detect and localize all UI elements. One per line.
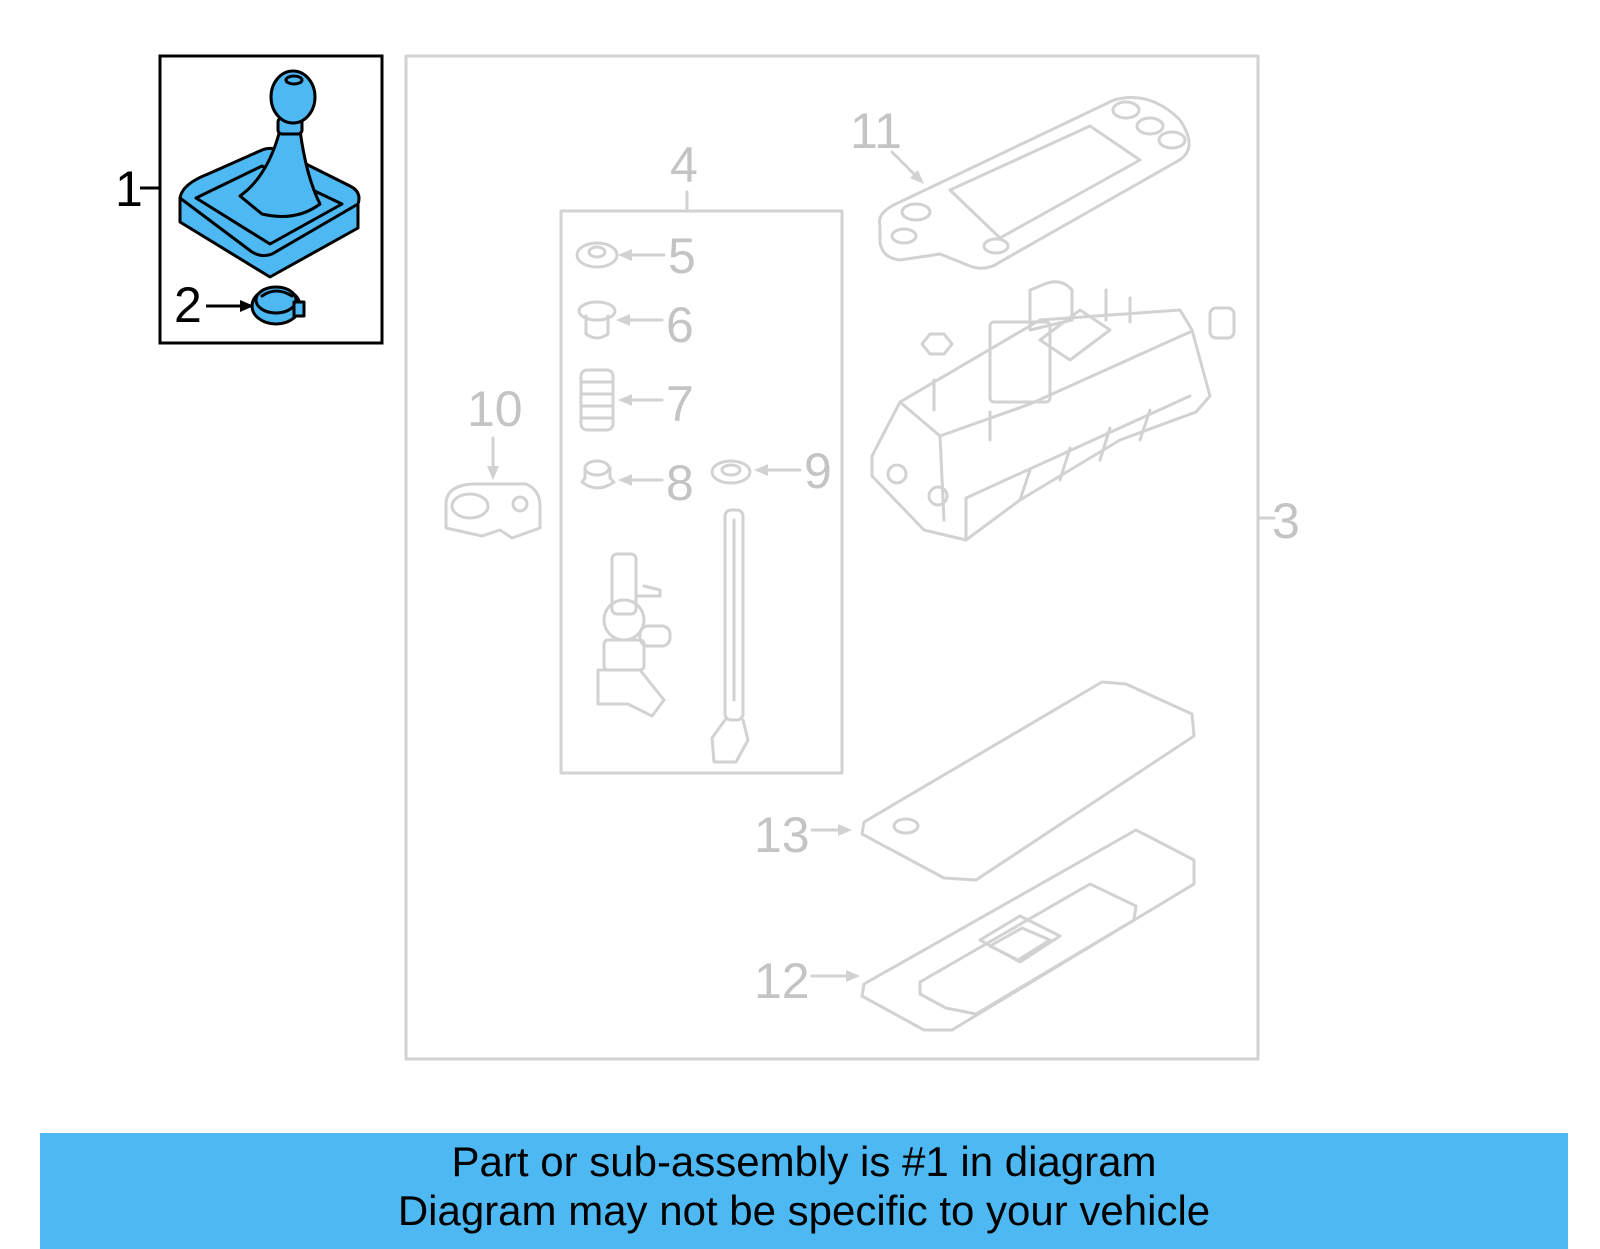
callout-13: 13: [754, 807, 810, 863]
part-7-spring[interactable]: [579, 368, 615, 432]
part-6-bushing[interactable]: [577, 300, 617, 340]
banner-line-1: Part or sub-assembly is #1 in diagram: [451, 1138, 1157, 1185]
arrow-9: [754, 464, 802, 476]
callout-7: 7: [666, 376, 694, 432]
callout-12: 12: [754, 953, 810, 1009]
arrow-13: [810, 824, 852, 836]
subassembly-box-4: [559, 209, 844, 775]
callout-8: 8: [666, 455, 694, 511]
info-banner: Part or sub-assembly is #1 in diagram Di…: [40, 1133, 1568, 1249]
shift-rod[interactable]: [710, 508, 750, 764]
assembly-box-3: [404, 54, 1260, 1061]
part-11-gasket[interactable]: [877, 96, 1191, 270]
shift-lever-base[interactable]: [596, 552, 672, 718]
arrow-8: [618, 474, 664, 486]
arrow-12: [810, 970, 860, 982]
arrow-10: [487, 436, 499, 480]
callout-10: 10: [467, 381, 523, 437]
arrow-5: [618, 249, 666, 261]
banner-line-2: Diagram may not be specific to your vehi…: [397, 1187, 1211, 1234]
callout-11: 11: [850, 103, 902, 159]
part-12-seal[interactable]: [860, 828, 1196, 1032]
callout-6: 6: [666, 297, 694, 353]
part-5-washer[interactable]: [575, 241, 619, 269]
arrow-6: [616, 314, 664, 326]
callout-4: 4: [670, 137, 698, 193]
part-10-clip[interactable]: [444, 482, 542, 540]
arrow-2: [206, 300, 254, 312]
callout-2: 2: [174, 277, 202, 333]
part-1-shift-boot[interactable]: [178, 69, 361, 279]
part-2-clamp[interactable]: [250, 285, 306, 326]
callout-9: 9: [804, 443, 832, 499]
part-8-cap[interactable]: [580, 459, 616, 490]
part-9-ring[interactable]: [710, 459, 752, 485]
shifter-housing[interactable]: [870, 280, 1236, 542]
part-13-cover[interactable]: [860, 680, 1196, 882]
callout-5: 5: [668, 228, 696, 284]
highlight-inset-box: [158, 54, 384, 345]
arrow-7: [618, 394, 664, 406]
arrow-11: [890, 150, 924, 184]
callout-3: 3: [1272, 493, 1300, 549]
callout-1: 1: [115, 161, 143, 217]
